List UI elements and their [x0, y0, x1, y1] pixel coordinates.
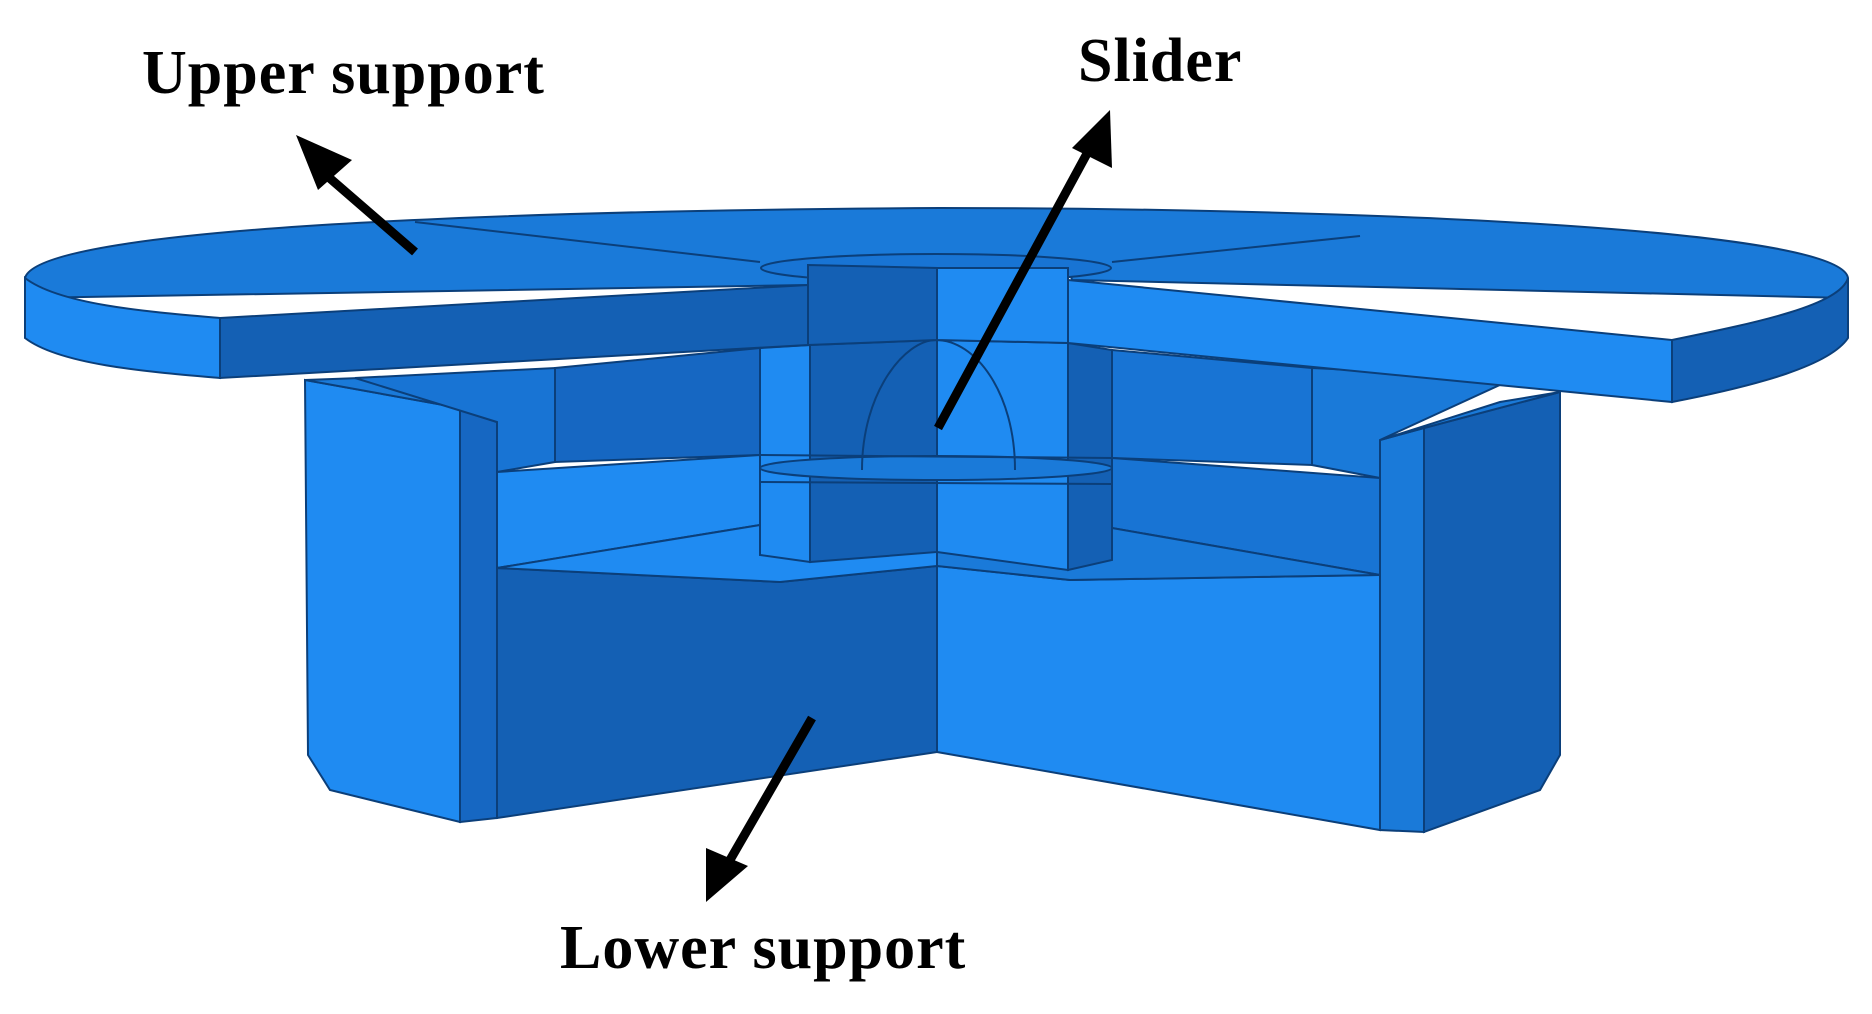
cavity-back-wall-center-left: [554, 346, 761, 464]
arrow-slider: [934, 145, 1094, 431]
slider-label: Slider: [1078, 27, 1243, 95]
slider-cut-face-right: [936, 338, 1069, 572]
upper-support-label: Upper support: [142, 39, 545, 107]
slider-band-line-1: [759, 454, 1113, 459]
slider-cut-face-left: [809, 338, 938, 564]
slider-left-face: [759, 343, 811, 564]
slider-body: [759, 338, 1113, 572]
upper-support-plate: [24, 206, 1849, 404]
lower-support-label: Lower support: [560, 914, 967, 982]
lower-support-left-cut-edge: [459, 406, 498, 824]
arrow-slider-head: [1072, 110, 1112, 168]
upper-support-seam-right: [1111, 235, 1361, 263]
lower-support-right-cut-edge: [1379, 426, 1425, 834]
upper-support-right-rim: [1671, 277, 1849, 404]
slider-right-face: [1067, 341, 1113, 572]
upper-support-neck-left: [807, 263, 938, 347]
slider-band-line-2: [759, 481, 1113, 485]
arrow-upper-support: [311, 162, 418, 256]
arrow-upper-support-head: [296, 135, 352, 190]
annotation-arrows: [296, 110, 1112, 902]
upper-support-seam-left: [414, 221, 761, 263]
lower-support-right-outer-face: [1423, 390, 1561, 834]
lower-support-body: [303, 376, 1561, 834]
arrow-lower-support-head: [706, 848, 748, 902]
cavity-back-wall-center-right: [1111, 348, 1313, 467]
cavity-back-wall-left: [354, 366, 556, 474]
arrow-lower-support: [726, 715, 816, 863]
slider-collar: [759, 455, 1113, 481]
lower-support-left-outer-face: [303, 378, 461, 824]
